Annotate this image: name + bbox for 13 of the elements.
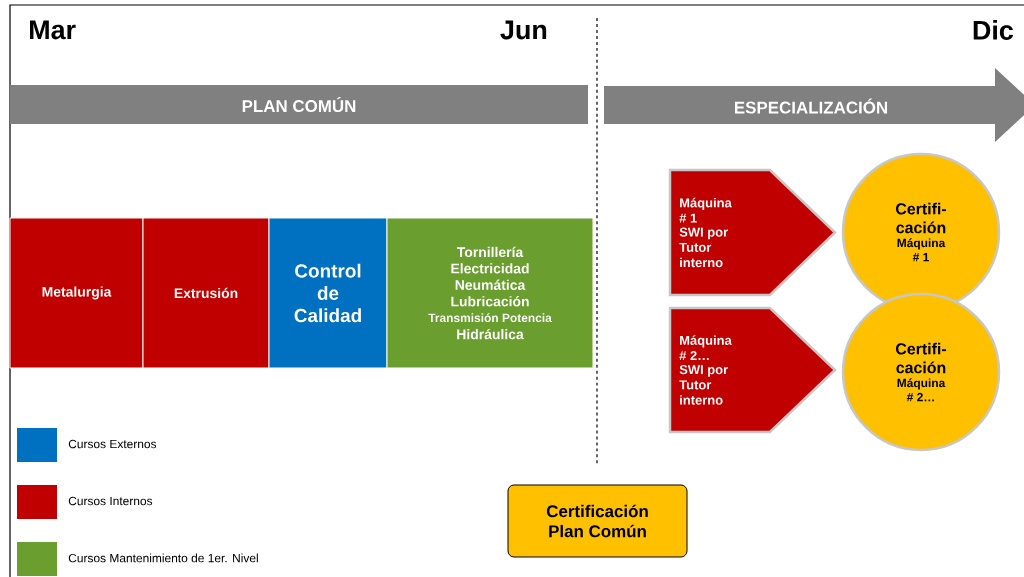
- course-box: Control de Calidad: [268, 217, 388, 369]
- course-box: Extrusión: [142, 217, 270, 369]
- month-label: Dic: [973, 20, 1013, 40]
- month-label: Jun: [500, 20, 547, 40]
- legend-label: Cursos Externos: [68, 439, 157, 449]
- certification-box: Certificación Plan Común: [507, 484, 688, 558]
- legend-label: Cursos Internos: [68, 496, 153, 506]
- phase-band: ESPECIALIZACIÓN: [604, 68, 1024, 142]
- course-box: Tornillería Electricidad Neumática Lubricación Transmisión Potencia Hidráulica: [386, 217, 594, 369]
- course-box: Metalurgia: [9, 217, 144, 369]
- legend-label: Cursos Mantenimiento de 1er. Nivel: [68, 553, 258, 563]
- month-label: Mar: [30, 20, 76, 40]
- phase-band: PLAN COMÚN: [10, 85, 588, 124]
